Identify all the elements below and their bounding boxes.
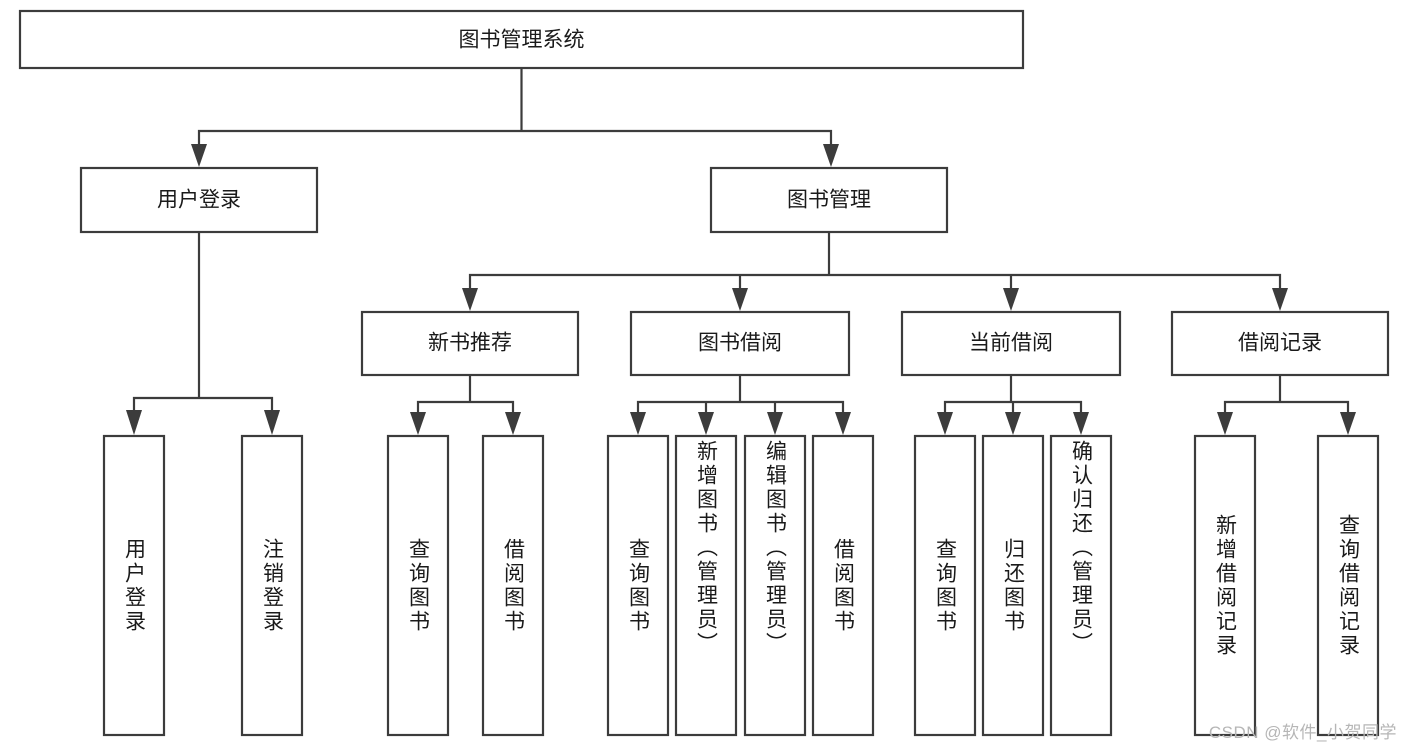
node-leaf-edit-book[interactable] <box>743 434 807 737</box>
connector-recommend-to-leaves <box>410 373 521 435</box>
connector-user-login-to-leaves <box>126 230 280 435</box>
node-leaf-borrow-book[interactable] <box>811 434 875 737</box>
node-leaf-add-borrow-record[interactable] <box>1193 434 1257 737</box>
node-leaf-query-borrow-record[interactable] <box>1316 434 1380 737</box>
node-borrow-record-label: 借阅记录 <box>1238 332 1322 355</box>
node-book-manage[interactable]: 图书管理 <box>709 166 949 234</box>
connector-book-manage-to-level3 <box>462 230 1288 311</box>
node-new-book-recommend[interactable]: 新书推荐 <box>360 310 580 377</box>
node-new-book-recommend-label: 新书推荐 <box>428 332 512 355</box>
connector-record-to-leaves <box>1217 373 1356 435</box>
node-root-label: 图书管理系统 <box>459 29 585 52</box>
node-borrow-record[interactable]: 借阅记录 <box>1170 310 1390 377</box>
node-book-borrow-label: 图书借阅 <box>698 332 782 355</box>
node-book-manage-label: 图书管理 <box>787 189 871 212</box>
node-leaf-query-book-recommend[interactable] <box>386 434 450 737</box>
node-user-login[interactable]: 用户登录 <box>79 166 319 234</box>
node-user-login-label: 用户登录 <box>157 189 241 212</box>
connector-root-to-level2 <box>191 66 839 167</box>
node-leaf-user-login[interactable] <box>102 434 166 737</box>
node-leaf-add-book[interactable] <box>674 434 738 737</box>
node-leaf-logout[interactable] <box>240 434 304 737</box>
node-leaf-query-book-borrow[interactable] <box>606 434 670 737</box>
csdn-watermark: CSDN @软件_小贺同学 <box>1208 723 1397 742</box>
connector-current-to-leaves <box>937 373 1089 435</box>
node-book-borrow[interactable]: 图书借阅 <box>629 310 851 377</box>
node-leaf-query-book-current[interactable] <box>913 434 977 737</box>
node-root[interactable]: 图书管理系统 <box>18 9 1025 70</box>
node-current-borrow[interactable]: 当前借阅 <box>900 310 1122 377</box>
node-leaf-borrow-book-recommend[interactable] <box>481 434 545 737</box>
node-leaf-return-book[interactable] <box>981 434 1045 737</box>
connector-borrow-to-leaves <box>630 373 851 435</box>
node-current-borrow-label: 当前借阅 <box>969 332 1053 355</box>
node-leaf-confirm-return[interactable] <box>1049 434 1113 737</box>
